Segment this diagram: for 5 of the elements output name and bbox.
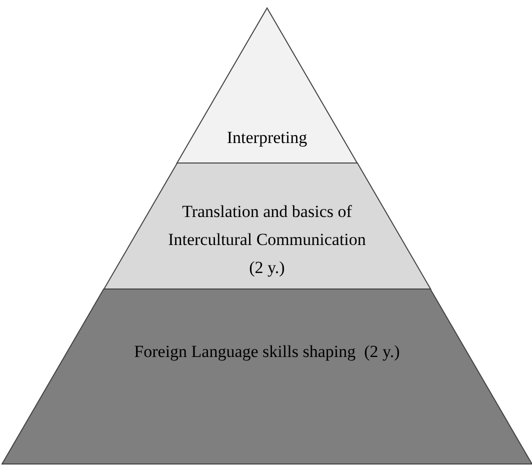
pyramid-tier bbox=[2, 289, 532, 464]
pyramid-tier bbox=[176, 8, 358, 163]
tier-label: Interpreting bbox=[226, 127, 308, 149]
tier-label: Translation and basics of Intercultural Communication (2 y.) bbox=[167, 201, 367, 279]
tier-label: Foreign Language skills shaping (2 y.) bbox=[133, 341, 401, 363]
